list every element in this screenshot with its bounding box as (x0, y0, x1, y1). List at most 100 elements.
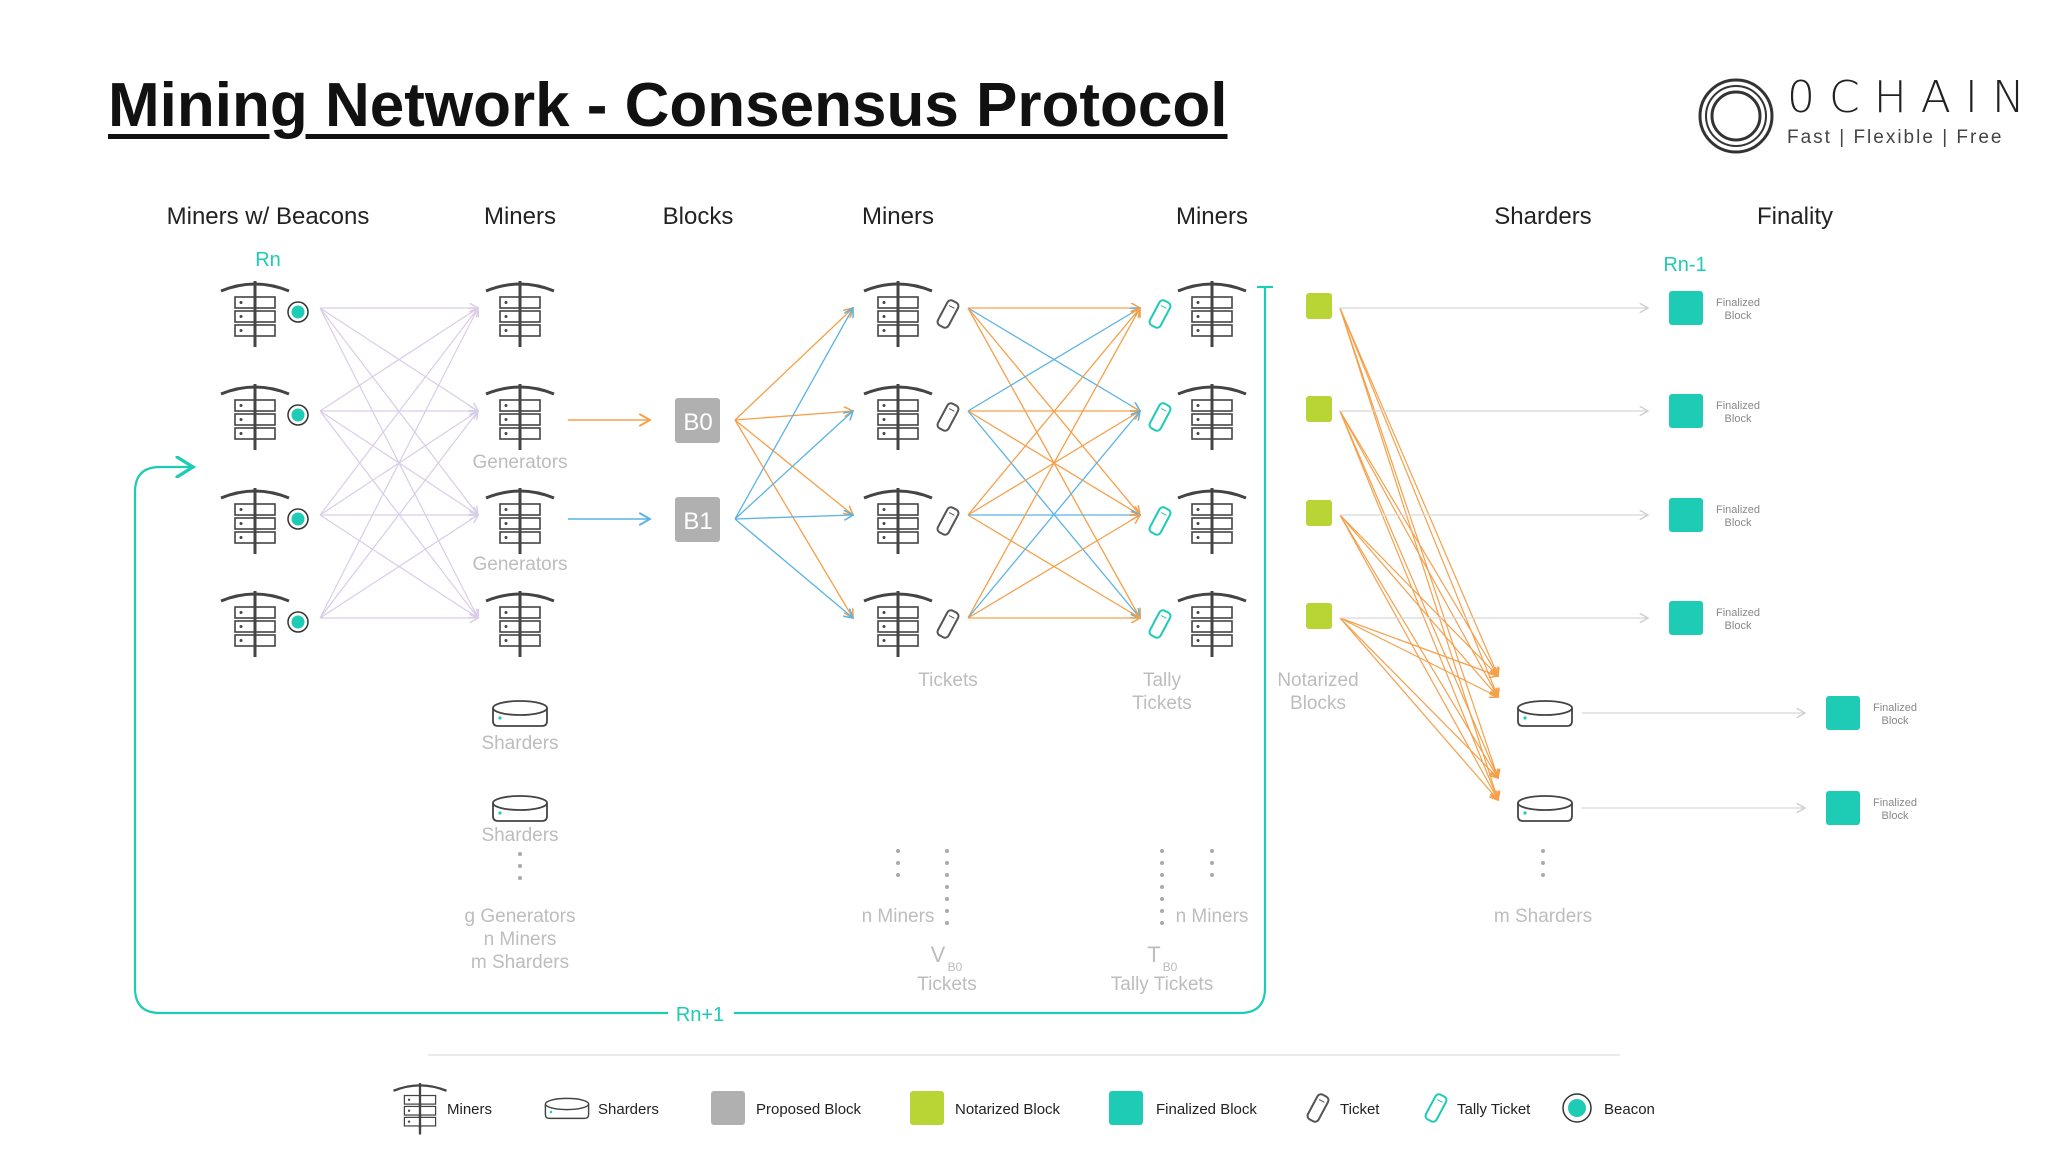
sharder-led (498, 811, 502, 815)
ellipsis-dot (1210, 873, 1214, 877)
server-led (1196, 611, 1200, 614)
arrow (734, 411, 853, 520)
legend-notarized: Notarized Block (955, 1101, 1061, 1118)
miner-icon (485, 281, 555, 347)
arrow (1339, 307, 1498, 676)
finalized-label: Block (1882, 715, 1909, 727)
finalized-block (1669, 601, 1703, 635)
tb0-main: T (1147, 942, 1160, 967)
loop-label-bg (668, 1000, 734, 1026)
vb0-caption: Tickets (917, 974, 976, 995)
ellipsis-dot (945, 849, 949, 853)
beacon-core (291, 512, 305, 526)
legend-beacon-icon (1562, 1093, 1592, 1123)
tally-ticket-icon (1148, 402, 1172, 432)
arrow (319, 515, 478, 619)
finalized-label: Finalized (1873, 702, 1917, 714)
arrow (734, 419, 853, 618)
ticket-icon (936, 506, 960, 536)
arrow (734, 518, 853, 618)
miner-icon (393, 1083, 447, 1135)
notarized-block (1306, 500, 1332, 526)
server-led (504, 625, 508, 628)
ticket-line (948, 408, 955, 412)
finalized-label: Finalized (1716, 297, 1760, 309)
server-led (1196, 418, 1200, 421)
beacon-icon (287, 508, 309, 530)
ellipsis-dot (945, 909, 949, 913)
beacon-icon (287, 611, 309, 633)
arrow (967, 411, 1140, 619)
server-led (882, 625, 886, 628)
finalized-label: Block (1725, 620, 1752, 632)
arrow (734, 515, 853, 519)
server-led (1196, 315, 1200, 318)
miner-icon (485, 384, 555, 450)
arrow (967, 308, 1140, 516)
vb0-sub: B0 (948, 960, 963, 974)
ellipsis-dot (945, 873, 949, 877)
arrow (967, 515, 1140, 619)
miner-icon (863, 281, 933, 347)
tb0-sub: B0 (1163, 960, 1178, 974)
ellipsis-dot (1160, 897, 1164, 901)
miner-icon (1177, 591, 1247, 657)
tally-ticket-icon (1148, 402, 1172, 432)
column-header: Sharders (1494, 203, 1591, 230)
miner-icon (1177, 384, 1247, 450)
ellipsis-dot (945, 861, 949, 865)
legend-notarized-block (910, 1091, 944, 1125)
server-led (504, 301, 508, 304)
server-led (504, 508, 508, 511)
ticket-icon (936, 609, 960, 639)
sharder-top (492, 700, 548, 716)
sharder-led (1523, 811, 1527, 815)
miner-icon (1177, 488, 1247, 554)
column-header: Miners w/ Beacons (167, 203, 370, 230)
legend-ticket: Ticket (1340, 1101, 1380, 1118)
round-label-rn-1: Rn-1 (1663, 254, 1706, 276)
finalized-label: Block (1882, 810, 1909, 822)
legend-tally-ticket-icon (1424, 1093, 1448, 1123)
legend-sharders: Sharders (598, 1101, 659, 1118)
server-led (1196, 639, 1200, 642)
count-label: n Miners (484, 929, 557, 950)
server-led (882, 611, 886, 614)
arrow (1339, 617, 1498, 778)
ticket-icon (936, 506, 960, 536)
server-led (504, 639, 508, 642)
sharder-top (1517, 700, 1573, 716)
arrow (1339, 410, 1498, 676)
legend-miners: Miners (447, 1101, 492, 1118)
arrow (734, 411, 853, 421)
finalized-label: Block (1725, 413, 1752, 425)
legend-proposed-block (711, 1091, 745, 1125)
server-led (239, 639, 243, 642)
finalized-label: Block (1725, 517, 1752, 529)
notarized-block (1306, 293, 1332, 319)
server-led (1196, 625, 1200, 628)
server-led (239, 418, 243, 421)
tally-ticket-icon (1148, 506, 1172, 536)
vb0-main: V (931, 942, 946, 967)
tally-ticket-icon (1148, 609, 1172, 639)
server-led (239, 508, 243, 511)
server-led (504, 432, 508, 435)
ellipsis-dot (896, 873, 900, 877)
ellipsis-dot (1160, 849, 1164, 853)
notarized-block (1306, 603, 1332, 629)
server-led (239, 329, 243, 332)
round-label-rn+1: Rn+1 (676, 1004, 724, 1026)
column-header: Finality (1757, 203, 1833, 230)
finalized-block (1669, 394, 1703, 428)
server-led (882, 301, 886, 304)
ticket-line (948, 512, 955, 516)
server-led (239, 404, 243, 407)
beacon-core (1568, 1099, 1586, 1117)
legend-tally-ticket: Tally Ticket (1457, 1101, 1531, 1118)
ellipsis-dot (896, 861, 900, 865)
sharder-icon (492, 700, 548, 727)
column-header: Miners (484, 203, 556, 230)
count-label: m Sharders (471, 952, 569, 973)
server-led (504, 536, 508, 539)
